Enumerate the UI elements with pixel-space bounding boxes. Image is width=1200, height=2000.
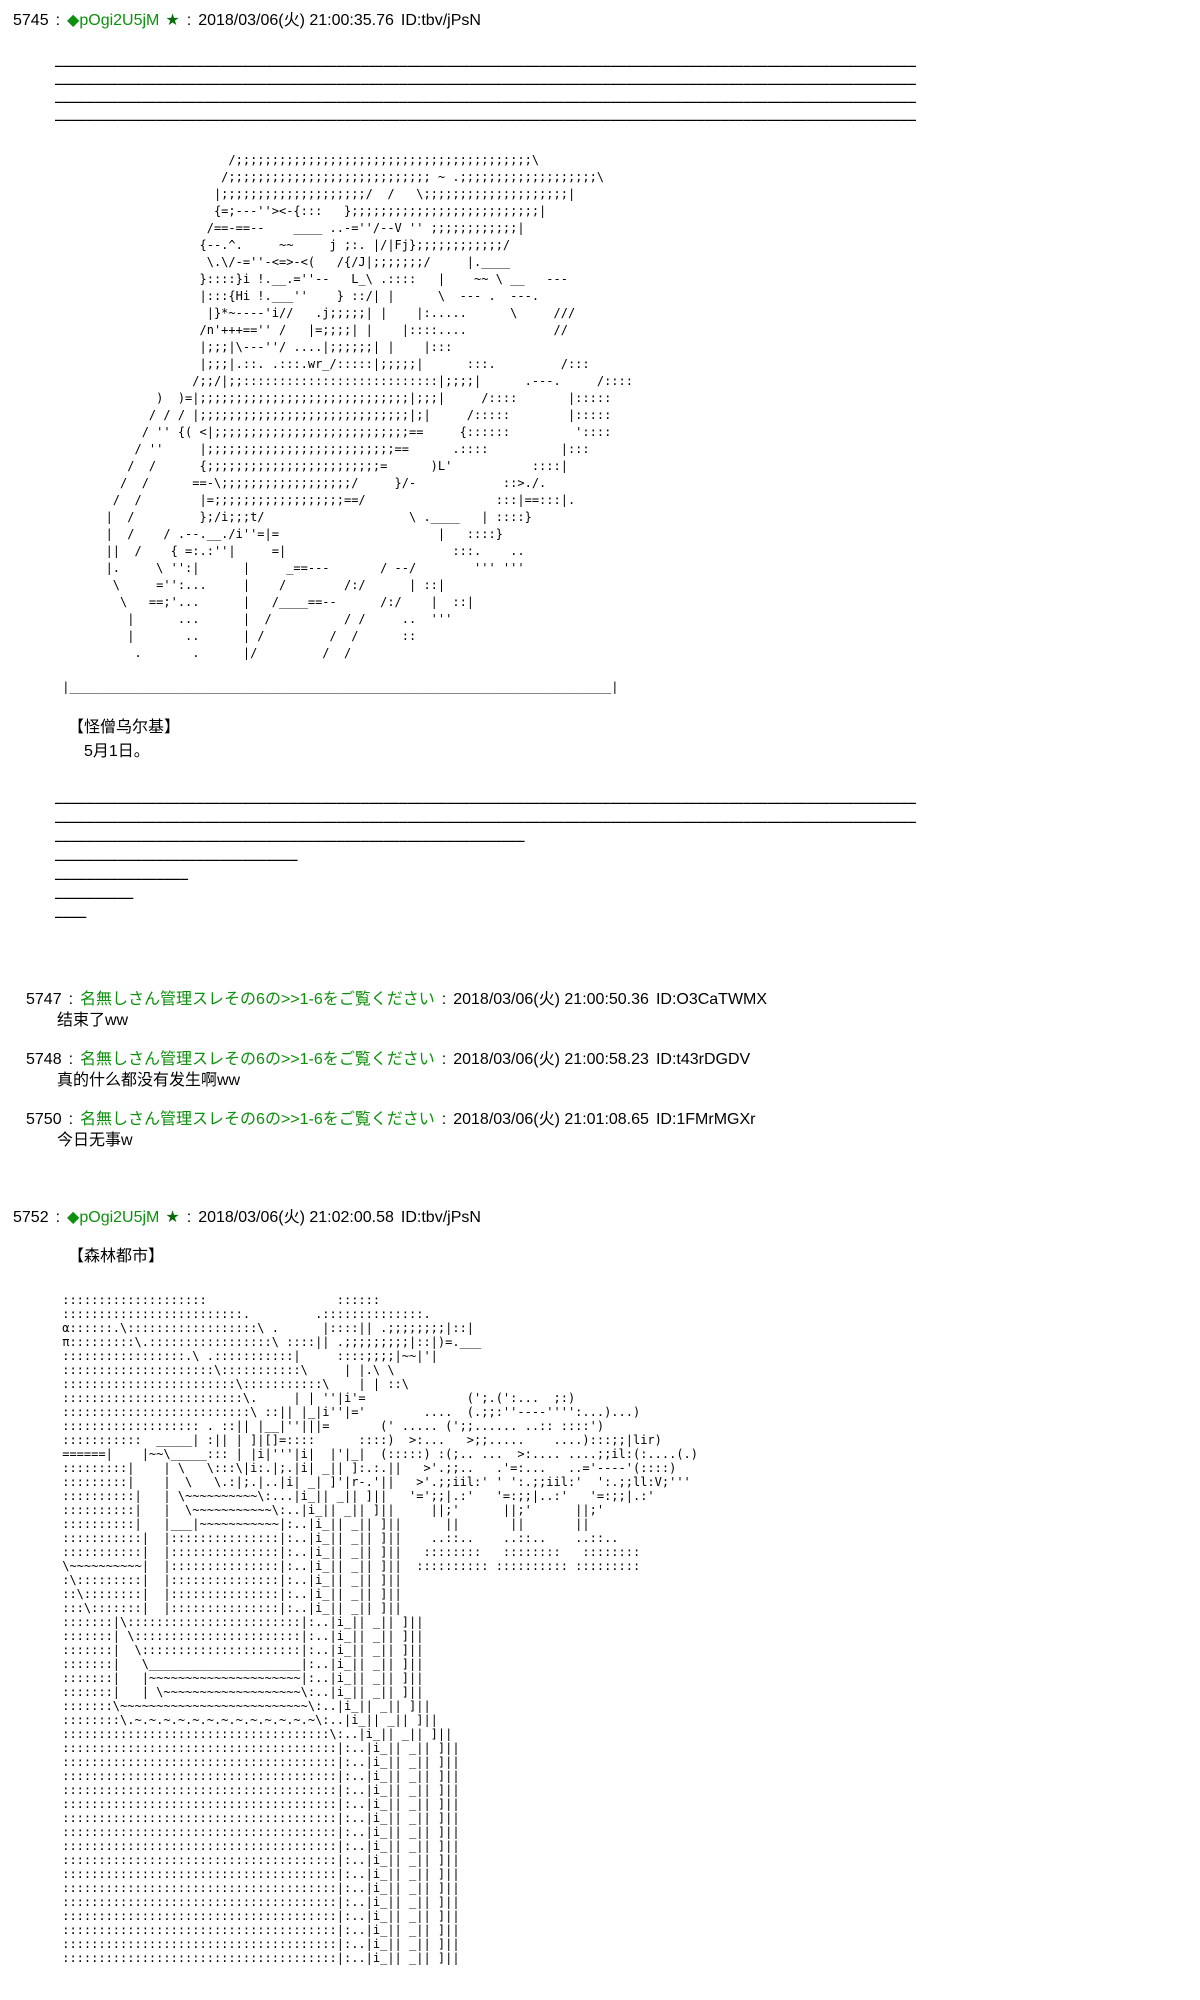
aa-caption: 【森林都市】: [68, 1248, 165, 1265]
separator-lines-top: ________________________________________…: [55, 53, 916, 122]
separator-colon: :: [68, 991, 74, 1008]
ascii-art-forest-city: :::::::::::::::::::: :::::: ::::::::::::…: [62, 1293, 698, 1965]
post-5752: 5752:◆pOgi2U5jM★:2018/03/06(火) 21:02:00.…: [0, 1209, 1200, 1965]
separator-colon: :: [55, 1209, 61, 1226]
separator-colon: :: [186, 12, 192, 29]
post-5745: 5745:◆pOgi2U5jM★:2018/03/06(火) 21:00:35.…: [0, 12, 1200, 921]
ascii-art-monk: /;;;;;;;;;;;;;;;;;;;;;;;;;;;;;;;;;;;;;;;…: [62, 153, 633, 694]
poster-name: 名無しさん管理スレその6の>>1-6をご覧ください: [80, 991, 435, 1008]
post-number: 5745: [13, 12, 49, 29]
post-datetime: 2018/03/06(火) 21:00:35.76: [198, 12, 394, 29]
post-datetime: 2018/03/06(火) 21:00:50.36: [453, 991, 649, 1008]
post-id: ID:O3CaTWMX: [655, 991, 768, 1008]
post-id: ID:tbv/jPsN: [400, 12, 481, 29]
post-number: 5750: [26, 1111, 62, 1128]
post-body: 真的什么都没有发生啊ww: [57, 1072, 241, 1089]
poster-name: ◆pOgi2U5jM: [67, 1209, 160, 1226]
post-datetime: 2018/03/06(火) 21:01:08.65: [453, 1111, 649, 1128]
poster-name: 名無しさん管理スレその6の>>1-6をご覧ください: [80, 1051, 435, 1068]
post-header: 5752:◆pOgi2U5jM★:2018/03/06(火) 21:02:00.…: [13, 1209, 1200, 1227]
post-body: 结束了ww: [57, 1012, 129, 1029]
separator-colon: :: [441, 1051, 447, 1068]
post-datetime: 2018/03/06(火) 21:00:58.23: [453, 1051, 649, 1068]
separator-colon: :: [55, 12, 61, 29]
aa-caption: 【怪僧乌尔基】: [68, 719, 181, 736]
separator-colon: :: [441, 1111, 447, 1128]
post-header: 5745:◆pOgi2U5jM★:2018/03/06(火) 21:00:35.…: [13, 12, 1200, 30]
post-5748: 5748:名無しさん管理スレその6の>>1-6をご覧ください:2018/03/0…: [13, 1051, 1200, 1091]
post-body: 5月1日。: [84, 743, 150, 760]
separator-lines-bottom: ________________________________________…: [55, 790, 916, 919]
post-id: ID:t43rDGDV: [655, 1051, 751, 1068]
separator-colon: :: [186, 1209, 192, 1226]
post-number: 5748: [26, 1051, 62, 1068]
separator-colon: :: [68, 1111, 74, 1128]
poster-name: 名無しさん管理スレその6の>>1-6をご覧ください: [80, 1111, 435, 1128]
star-icon: ★: [165, 12, 180, 29]
post-id: ID:tbv/jPsN: [400, 1209, 481, 1226]
poster-name: ◆pOgi2U5jM: [67, 12, 160, 29]
post-5750: 5750:名無しさん管理スレその6の>>1-6をご覧ください:2018/03/0…: [13, 1111, 1200, 1151]
post-number: 5747: [26, 991, 62, 1008]
separator-colon: :: [441, 991, 447, 1008]
post-header: 5748:名無しさん管理スレその6の>>1-6をご覧ください:2018/03/0…: [26, 1051, 1200, 1069]
post-id: ID:1FMrMGXr: [655, 1111, 756, 1128]
post-header: 5750:名無しさん管理スレその6の>>1-6をご覧ください:2018/03/0…: [26, 1111, 1200, 1129]
post-5747: 5747:名無しさん管理スレその6の>>1-6をご覧ください:2018/03/0…: [13, 991, 1200, 1031]
post-body: 今日无事w: [57, 1132, 133, 1149]
star-icon: ★: [165, 1209, 180, 1226]
separator-colon: :: [68, 1051, 74, 1068]
post-number: 5752: [13, 1209, 49, 1226]
post-header: 5747:名無しさん管理スレその6の>>1-6をご覧ください:2018/03/0…: [26, 991, 1200, 1009]
post-datetime: 2018/03/06(火) 21:02:00.58: [198, 1209, 394, 1226]
